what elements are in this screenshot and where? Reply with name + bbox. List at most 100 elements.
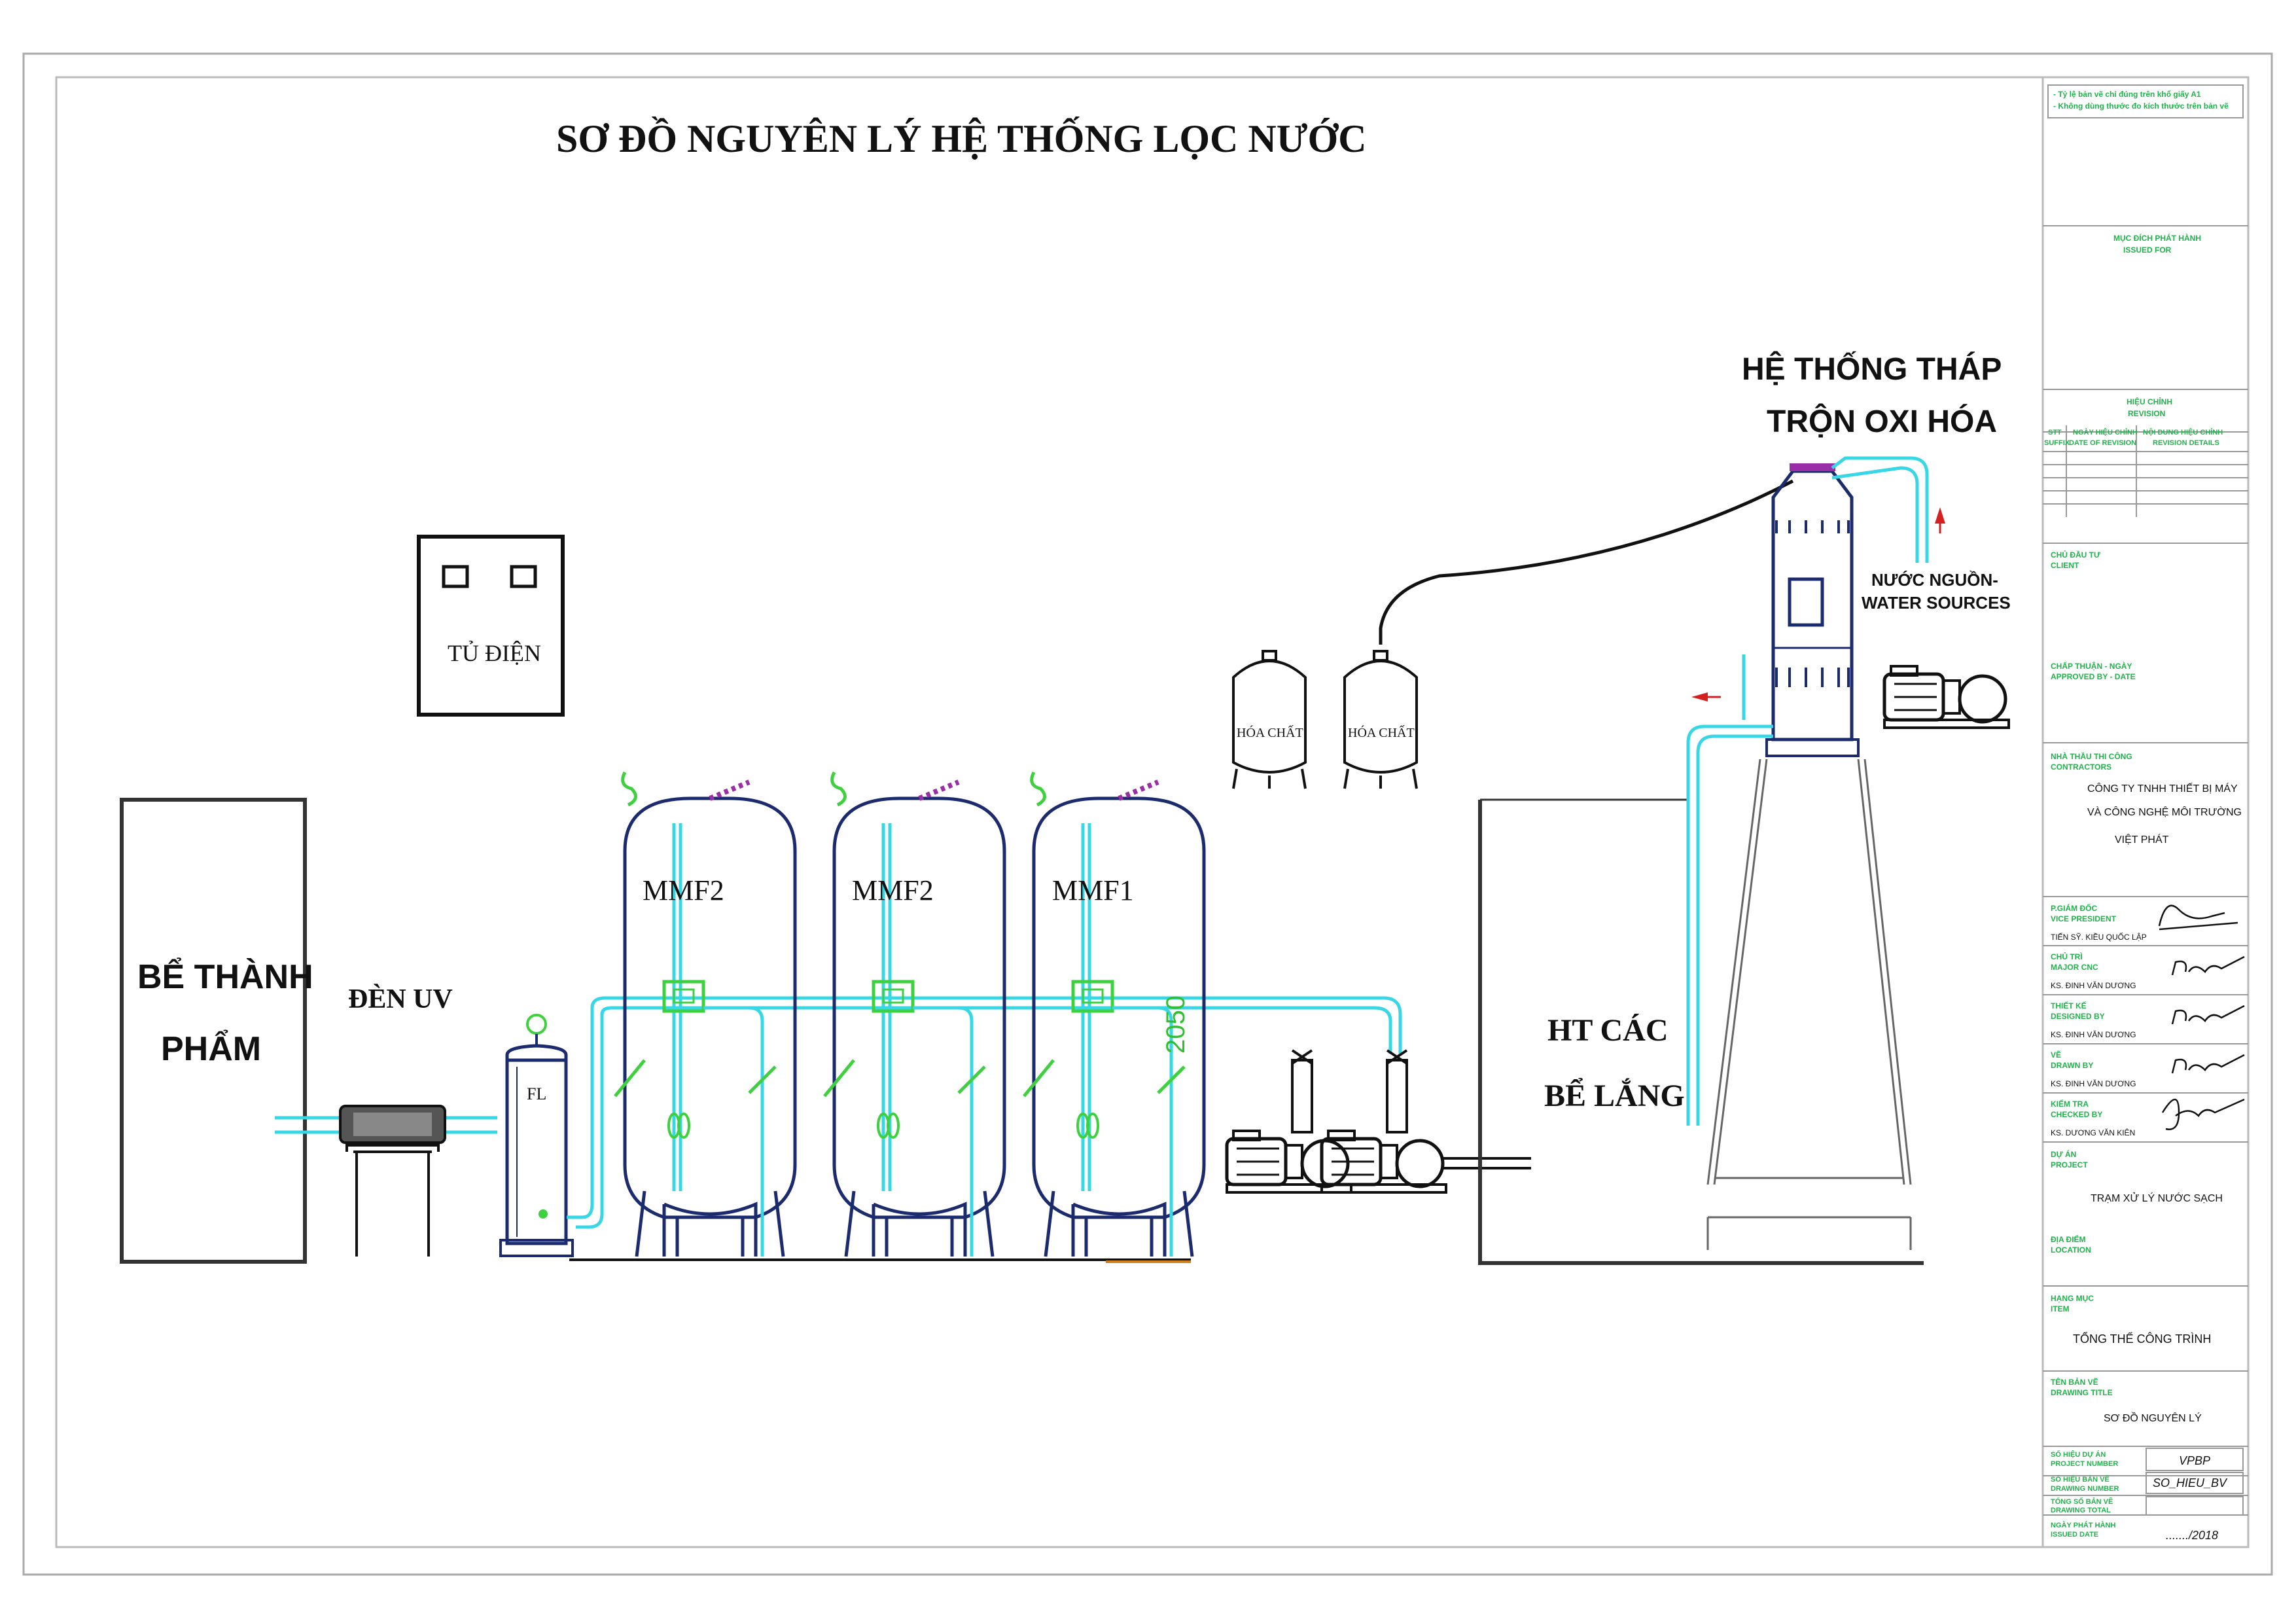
tb-contractor-en: CONTRACTORS [2051,762,2111,772]
tb-check-vn: KIỂM TRA [2051,1099,2089,1109]
tb-notes-1: - Tỷ lệ bản vẽ chỉ đúng trên khổ giấy A1 [2053,90,2201,99]
tb-project-value: TRẠM XỬ LÝ NƯỚC SẠCH [2091,1192,2223,1204]
tb-issued-date-en: ISSUED DATE [2051,1531,2098,1539]
tb-title-value: SƠ ĐỒ NGUYÊN LÝ [2104,1412,2202,1424]
tb-issued-date-vn: NGÀY PHÁT HÀNH [2051,1521,2115,1529]
tb-issued-date-value: ......./2018 [2166,1529,2218,1542]
chemical-tank-2-label: HÓA CHẤT [1348,724,1415,740]
cabinet-indicator-left [442,565,469,588]
tower-label-1: HỆ THỐNG THÁP [1742,351,2002,387]
electrical-cabinet-label: TỦ ĐIỆN [448,640,541,666]
tb-notes-2: - Không dùng thước đo kích thước trên bả… [2053,101,2229,111]
signature-check [2161,1098,2245,1130]
tb-check-name: KS. DƯƠNG VĂN KIÊN [2051,1128,2135,1137]
uv-lamp [275,1105,497,1257]
settling-tank-label-1: HT CÁC [1547,1013,1668,1048]
tb-drawn-vn: VẼ [2051,1050,2061,1060]
header-pipe [567,996,1402,1219]
tb-issued-en: ISSUED FOR [2123,245,2172,255]
mmf-filter-2-label: MMF2 [852,874,934,906]
tb-vp-name: TIẾN SỸ. KIỀU QUỐC LẬP [2051,932,2147,942]
source-pump [1884,666,2009,728]
tb-major-en: MAJOR CNC [2051,963,2098,972]
tb-project-number-vn: SỐ HIỆU DỰ ÁN [2051,1450,2106,1459]
tb-col-date-2: DATE OF REVISION [2069,439,2136,447]
tb-major-name: KS. ĐINH VĂN DƯƠNG [2051,980,2136,990]
tb-design-en: DESIGNED BY [2051,1012,2105,1021]
tb-major-vn: CHỦ TRÌ [2051,952,2083,961]
inner-border [55,76,2250,1548]
tb-design-name: KS. ĐINH VĂN DƯƠNG [2051,1029,2136,1039]
chemical-tank-1 [1232,650,1307,789]
title-block [2041,76,2250,1548]
settling-tank [1478,800,1924,1265]
tb-vp-vn: P.GIÁM ĐỐC [2051,903,2097,913]
tb-approved-en: APPROVED BY - DATE [2051,672,2136,681]
tb-project-en: PROJECT [2051,1160,2088,1169]
tb-drawing-number-value: SO_HIEU_BV [2153,1476,2228,1489]
chemical-tank-2 [1343,650,1418,789]
tower-support-frame [1706,758,1912,1250]
chemical-tank-1-label: HÓA CHẤT [1237,724,1303,740]
water-source-label-2: WATER SOURCES [1862,593,2011,613]
tb-title-en: DRAWING TITLE [2051,1388,2113,1397]
tb-location-en: LOCATION [2051,1245,2091,1255]
tb-contractor-vn: NHÀ THẦU THI CÔNG [2051,751,2132,761]
pump-risers [1291,1049,1408,1133]
tb-company-1: CÔNG TY TNHH THIẾT BỊ MÁY [2087,782,2238,794]
tb-drawn-en: DRAWN BY [2051,1061,2093,1070]
signature-drawn [2171,1054,2245,1074]
tb-col-stt-1: STT [2048,429,2062,437]
feed-pump-2 [1322,1131,1446,1192]
tb-col-detail-1: NỘI DUNG HIỆU CHỈNH [2143,428,2223,437]
tb-title-vn: TÊN BẢN VẼ [2051,1377,2098,1387]
tb-col-detail-2: REVISION DETAILS [2153,439,2219,447]
outer-border [22,52,2273,1576]
oxidation-tower [1765,463,1860,757]
cabinet-indicator-right [510,565,537,588]
tb-project-number-en: PROJECT NUMBER [2051,1460,2118,1468]
tb-design-vn: THIẾT KẾ [2051,1001,2087,1010]
tb-project-number-value: VPBP [2179,1454,2210,1467]
drawing-title: SƠ ĐỒ NGUYÊN LÝ HỆ THỐNG LỌC NƯỚC [556,117,1366,160]
tb-drawing-total-vn: TỔNG SỐ BẢN VẼ [2051,1497,2113,1506]
bag-filter-label: FL [527,1084,546,1103]
signature-design [2171,1005,2245,1025]
dosing-hose [1379,479,1794,645]
tb-vp-en: VICE PRESIDENT [2051,914,2117,923]
tb-col-date-1: NGÀY HIỆU CHỈNH [2073,428,2138,437]
flow-arrow-left [1691,692,1708,702]
tower-inlet-pipe [1831,456,1929,563]
dimension-label: 2050 [1161,995,1190,1054]
product-tank-label-1: BỂ THÀNH [137,957,313,996]
product-tank [120,798,307,1264]
tb-revision-vn: HIỆU CHỈNH [2127,397,2172,406]
tb-revision-en: REVISION [2128,409,2165,418]
mmf-filter-1 [614,771,795,1257]
tb-drawing-number-vn: SỐ HIỆU BẢN VẼ [2051,1474,2110,1484]
water-source-label-1: NƯỚC NGUỒN- [1871,570,1998,590]
tower-outlet-pipe [1686,724,1773,1126]
tb-item-en: ITEM [2051,1304,2070,1313]
tb-col-stt-2: SUFFIX [2044,439,2070,447]
tb-client-en: CLIENT [2051,561,2079,570]
product-tank-label-2: PHẨM [161,1029,261,1068]
mmf-filter-3-label: MMF1 [1052,874,1134,906]
tb-check-en: CHECKED BY [2051,1110,2102,1119]
signature-vp [2158,904,2238,931]
signature-major [2171,955,2245,976]
tb-drawn-name: KS. ĐINH VĂN DƯƠNG [2051,1079,2136,1088]
settling-tank-label-2: BỂ LẮNG [1544,1077,1685,1113]
tb-item-vn: HẠNG MỤC [2051,1294,2094,1303]
electrical-cabinet [417,535,565,717]
tb-location-vn: ĐỊA ĐIỂM [2051,1234,2086,1244]
tb-approved-vn: CHẤP THUẬN - NGÀY [2051,661,2132,671]
tb-client-vn: CHỦ ĐẦU TƯ [2051,550,2100,560]
uv-lamp-label: ĐÈN UV [348,984,453,1014]
tb-item-value: TỔNG THỂ CÔNG TRÌNH [2073,1332,2211,1346]
tb-company-3: VIỆT PHÁT [2115,833,2169,846]
flow-arrow-up [1935,507,1945,524]
mmf-filter-3 [1023,771,1204,1257]
tb-project-vn: DỰ ÁN [2051,1149,2076,1159]
